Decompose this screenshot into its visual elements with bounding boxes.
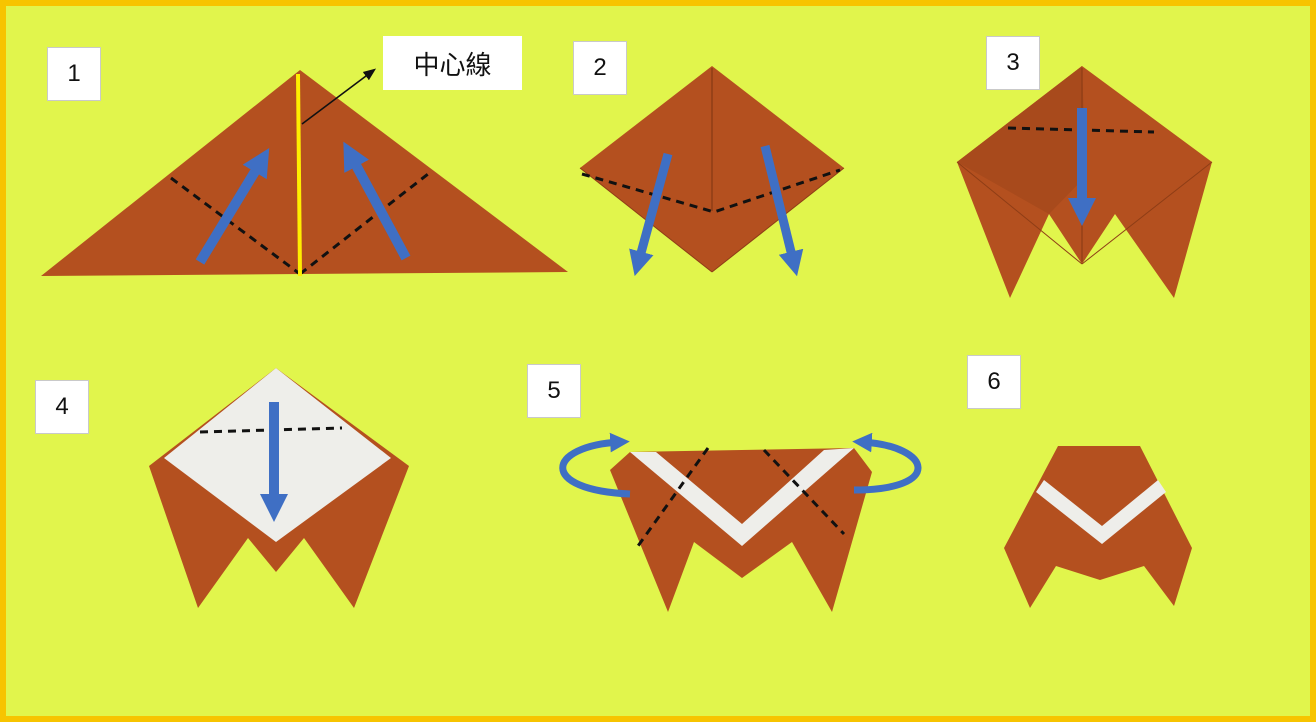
step-number-1: 1: [47, 47, 101, 101]
paper-reverse-stripe: [1036, 480, 1166, 544]
center-line-callout: 中心線: [383, 36, 522, 90]
fold-arrow-icon: [629, 152, 673, 277]
fold-line: [762, 448, 846, 536]
crease: [1081, 161, 1213, 265]
step-6-diagram: [1004, 446, 1192, 608]
step-4-diagram: [149, 368, 409, 608]
step-number-4: 4: [35, 380, 89, 434]
pointer-arrow-icon: [301, 68, 377, 125]
crease: [711, 167, 845, 273]
step-1-diagram: [41, 68, 568, 277]
paper-flap: [957, 66, 1086, 214]
rotate-arrow-icon: [852, 432, 922, 494]
fold-arrow-icon: [343, 141, 411, 261]
step-number-3: 3: [986, 36, 1040, 90]
step-5-diagram: [559, 432, 922, 612]
instruction-diagram: [41, 66, 1213, 612]
step-2-diagram: [579, 66, 845, 277]
step-number-2: 2: [573, 41, 627, 95]
crease: [956, 161, 1083, 265]
step-number-5: 5: [527, 364, 581, 418]
fold-arrow-icon: [760, 144, 804, 277]
rotate-arrow-icon: [559, 432, 631, 498]
paper-reverse-stripe: [630, 448, 854, 546]
center-line: [296, 73, 302, 277]
paper-triangle: [41, 70, 568, 276]
step-number-6: 6: [967, 355, 1021, 409]
fold-arrow-icon: [195, 148, 270, 265]
step-3-diagram: [956, 66, 1213, 298]
fold-line: [581, 168, 841, 214]
fold-line: [636, 447, 710, 547]
